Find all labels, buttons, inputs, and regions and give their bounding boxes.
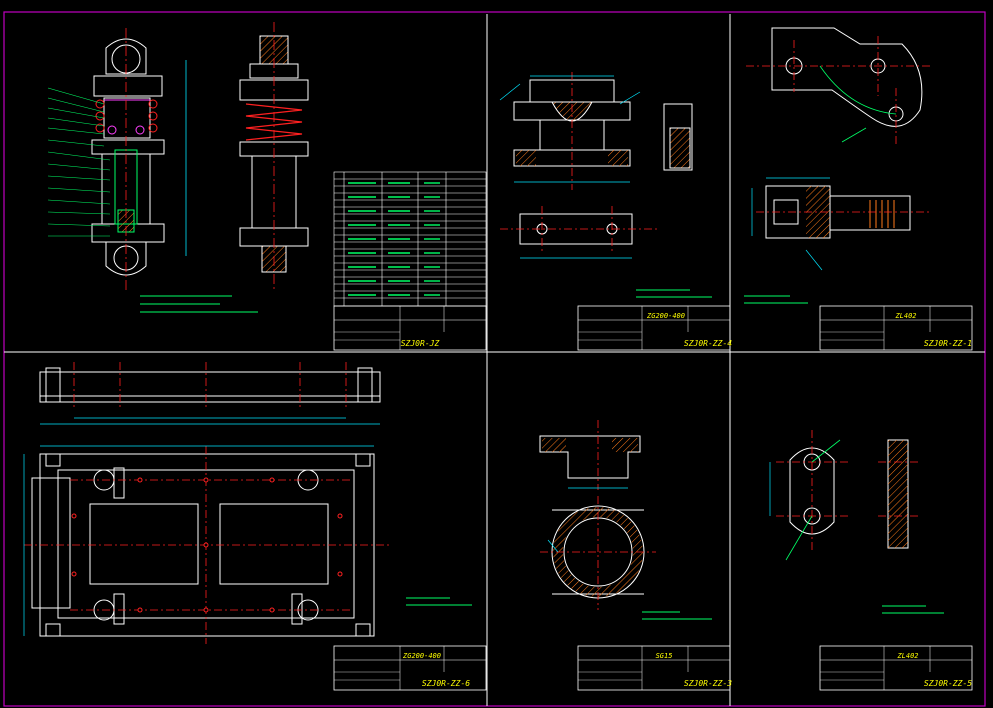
- base-frame-top-view: [39, 367, 381, 403]
- parts-list-entries: [348, 182, 440, 296]
- part-number: ZG200-400: [402, 652, 441, 660]
- bearing-cap-drawing: [539, 420, 712, 620]
- link-arm-notes: [744, 295, 808, 304]
- assembly-drawing: [47, 22, 487, 313]
- bearing-seat-drawing: [499, 72, 712, 298]
- title-block-sheet-4: ZG200-400 SZJ0R-ZZ-6: [333, 645, 487, 691]
- title-block-grids: [334, 331, 884, 681]
- drawing-number: SZJ0R-ZZ-4: [684, 339, 732, 348]
- title-block-sheet-3: ZL402 SZJ0R-ZZ-1: [819, 305, 973, 351]
- bearing-seat-hatch-right: [608, 150, 628, 166]
- link-arm-hatch-section: [806, 186, 830, 238]
- cylinder-front-view: [91, 38, 165, 276]
- springs-front: [95, 99, 158, 133]
- bearing-seat-hatch-left: [516, 150, 536, 166]
- part-number: ZL402: [896, 652, 918, 660]
- bearing-seat-notes: [636, 289, 712, 298]
- base-frame-drawing: [23, 362, 472, 644]
- connecting-plate-hatch: [888, 440, 908, 548]
- drawing-number: SZJ0R-ZZ-6: [422, 679, 470, 688]
- title-block-sheet-2: ZG200-400 SZJ0R-ZZ-4: [577, 305, 732, 351]
- drawing-number: SZJ0R-ZZ-3: [684, 679, 732, 688]
- bearing-cap-hatch-right: [612, 438, 638, 452]
- bearing-cap-notes: [642, 611, 712, 620]
- assembly-leaders: [47, 87, 111, 237]
- assembly-notes: [140, 295, 258, 313]
- part-number: ZG200-400: [646, 312, 685, 320]
- drawing-number: SZJ0R-ZZ-1: [924, 339, 972, 348]
- part-number: SG15: [656, 652, 673, 660]
- sheet-border: [3, 11, 986, 707]
- base-frame-plan-view: [31, 453, 375, 637]
- bearing-cap-hatch-left: [542, 438, 566, 452]
- drawing-number: SZJ0R-JZ: [401, 339, 440, 348]
- connecting-plate-notes: [882, 605, 944, 614]
- connecting-plate-drawing: [769, 430, 944, 614]
- spring-side: [245, 103, 303, 141]
- title-block-sheet-6: ZL402 SZJ0R-ZZ-5: [819, 645, 973, 691]
- base-frame-notes: [406, 597, 472, 606]
- title-block-assembly: SZJ0R-JZ: [333, 305, 487, 351]
- link-arm-drawing: [744, 27, 932, 304]
- part-number: ZL402: [894, 312, 916, 320]
- title-block-sheet-5: SG15 SZJ0R-ZZ-3: [577, 645, 732, 691]
- drawing-number: SZJ0R-ZZ-5: [924, 679, 972, 688]
- parts-list-table: [333, 171, 487, 307]
- magenta-rings: [104, 99, 150, 135]
